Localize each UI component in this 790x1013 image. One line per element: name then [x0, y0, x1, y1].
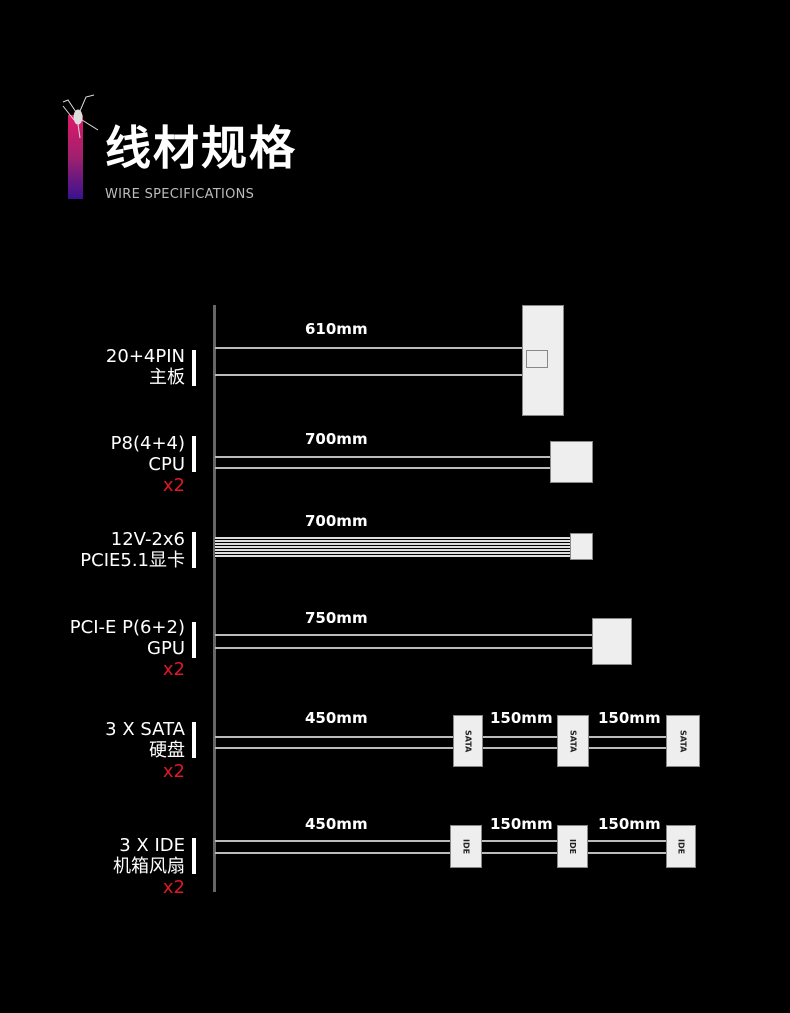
- wire: [215, 634, 593, 636]
- segment-length: 150mm: [490, 709, 553, 727]
- wire: [215, 467, 551, 469]
- segment-length: 150mm: [598, 709, 661, 727]
- length-label: 450mm: [305, 709, 368, 727]
- label-marker: [192, 350, 196, 386]
- ide-connector: IDE: [666, 825, 696, 868]
- connector-12v2x6: [570, 533, 593, 560]
- spider-logo-icon: [62, 94, 99, 139]
- length-label: 610mm: [305, 320, 368, 338]
- label-marker: [192, 838, 196, 874]
- label-marker: [192, 436, 196, 472]
- ide-connector: IDE: [557, 825, 588, 868]
- page-title: 线材规格: [105, 121, 297, 175]
- label-marker: [192, 622, 196, 658]
- label-marker: [192, 532, 196, 568]
- length-label: 750mm: [305, 609, 368, 627]
- wire-bundle: [215, 537, 571, 558]
- segment-length: 150mm: [490, 815, 553, 833]
- wire: [215, 347, 523, 349]
- connector-cpu: [550, 441, 593, 483]
- length-label: 700mm: [305, 430, 368, 448]
- label-marker: [192, 722, 196, 758]
- page-subtitle: WIRE SPECIFICATIONS: [105, 187, 255, 202]
- ide-connector: IDE: [450, 825, 482, 868]
- wire: [215, 647, 593, 649]
- wire: [215, 374, 523, 376]
- connector-pcie: [592, 618, 632, 665]
- sata-connector: SATA: [453, 715, 483, 767]
- sata-connector: SATA: [557, 715, 589, 767]
- wire: [215, 456, 551, 458]
- sata-connector: SATA: [666, 715, 700, 767]
- length-label: 700mm: [305, 512, 368, 530]
- segment-length: 150mm: [598, 815, 661, 833]
- axis-line: [213, 305, 216, 892]
- length-label: 450mm: [305, 815, 368, 833]
- connector-latch: [526, 350, 548, 368]
